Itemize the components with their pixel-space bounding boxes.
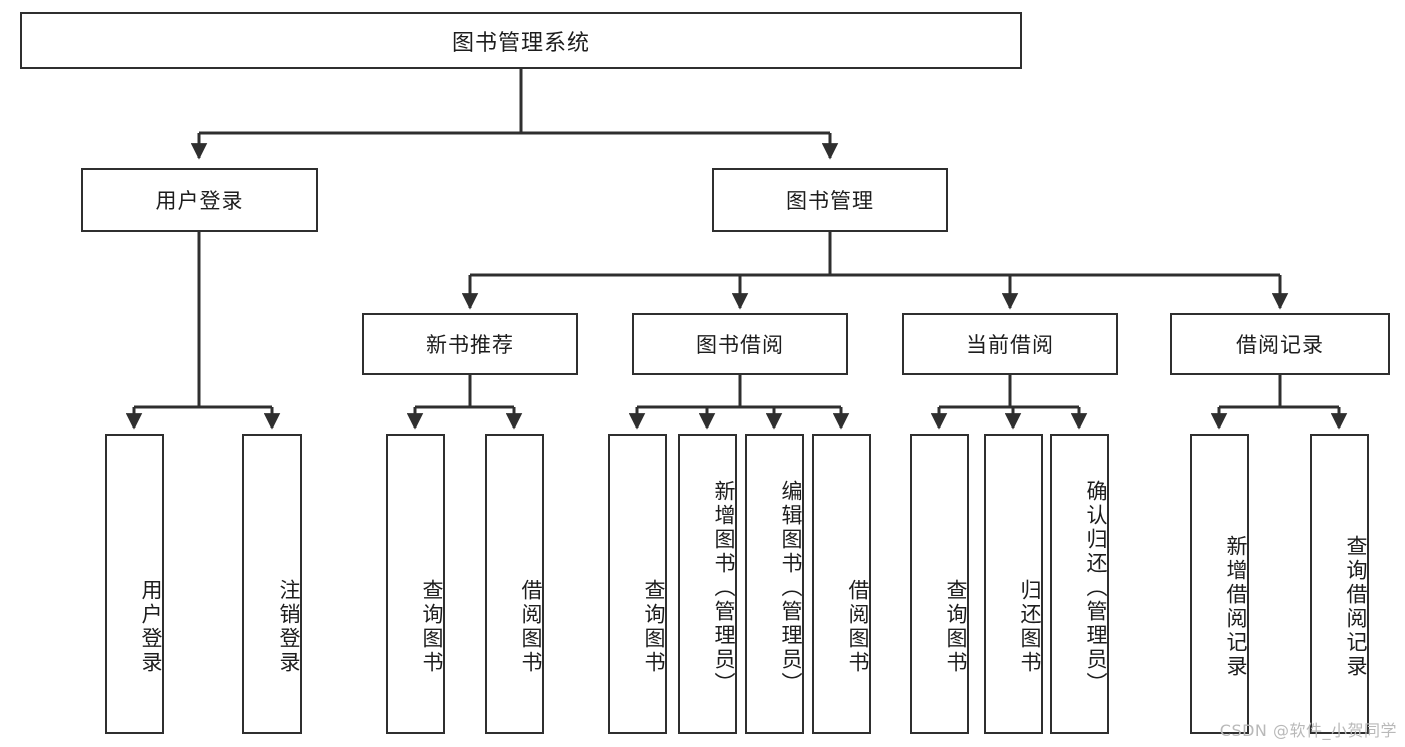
node-leaf-borrow-book-2-label: 借阅图书 [846, 579, 870, 675]
node-current-borrow[interactable]: 当前借阅 [902, 313, 1118, 375]
node-leaf-add-book[interactable]: 新增图书（管理员） [678, 434, 737, 734]
node-leaf-query-record[interactable]: 查询借阅记录 [1310, 434, 1369, 734]
node-leaf-query-book-2[interactable]: 查询图书 [608, 434, 667, 734]
watermark: CSDN @软件_小贺同学 [1219, 721, 1397, 740]
node-borrow-record[interactable]: 借阅记录 [1170, 313, 1390, 375]
node-new-book-rec-label: 新书推荐 [426, 333, 514, 357]
node-root[interactable]: 图书管理系统 [20, 12, 1022, 69]
node-book-borrow-label: 图书借阅 [696, 333, 784, 357]
node-leaf-borrow-book-1-label: 借阅图书 [519, 579, 543, 675]
node-leaf-edit-book-label: 编辑图书（管理员） [779, 480, 803, 696]
node-leaf-query-book-1[interactable]: 查询图书 [386, 434, 445, 734]
node-leaf-logout-label: 注销登录 [277, 579, 301, 675]
node-user-login[interactable]: 用户登录 [81, 168, 318, 232]
node-leaf-user-login-label: 用户登录 [139, 579, 163, 675]
node-leaf-confirm-return-label: 确认归还（管理员） [1084, 480, 1108, 696]
node-leaf-borrow-book-1[interactable]: 借阅图书 [485, 434, 544, 734]
node-leaf-query-book-2-label: 查询图书 [642, 579, 666, 675]
node-leaf-borrow-book-2[interactable]: 借阅图书 [812, 434, 871, 734]
node-root-label: 图书管理系统 [451, 30, 590, 56]
node-leaf-confirm-return[interactable]: 确认归还（管理员） [1050, 434, 1109, 734]
node-leaf-logout[interactable]: 注销登录 [242, 434, 302, 734]
node-leaf-return-book-label: 归还图书 [1018, 579, 1042, 675]
node-leaf-query-book-3-label: 查询图书 [944, 579, 968, 675]
node-current-borrow-label: 当前借阅 [966, 333, 1054, 357]
node-user-login-label: 用户登录 [155, 189, 244, 213]
node-book-manage-label: 图书管理 [786, 189, 874, 213]
node-leaf-query-record-label: 查询借阅记录 [1344, 534, 1368, 679]
node-leaf-user-login[interactable]: 用户登录 [105, 434, 164, 734]
node-leaf-query-book-3[interactable]: 查询图书 [910, 434, 969, 734]
node-leaf-query-book-1-label: 查询图书 [420, 579, 444, 675]
node-borrow-record-label: 借阅记录 [1236, 333, 1324, 357]
node-leaf-add-record[interactable]: 新增借阅记录 [1190, 434, 1249, 734]
node-leaf-add-record-label: 新增借阅记录 [1224, 534, 1248, 679]
node-leaf-edit-book[interactable]: 编辑图书（管理员） [745, 434, 804, 734]
node-book-borrow[interactable]: 图书借阅 [632, 313, 848, 375]
node-leaf-return-book[interactable]: 归还图书 [984, 434, 1043, 734]
node-new-book-rec[interactable]: 新书推荐 [362, 313, 578, 375]
node-leaf-add-book-label: 新增图书（管理员） [712, 480, 736, 696]
node-book-manage[interactable]: 图书管理 [712, 168, 948, 232]
